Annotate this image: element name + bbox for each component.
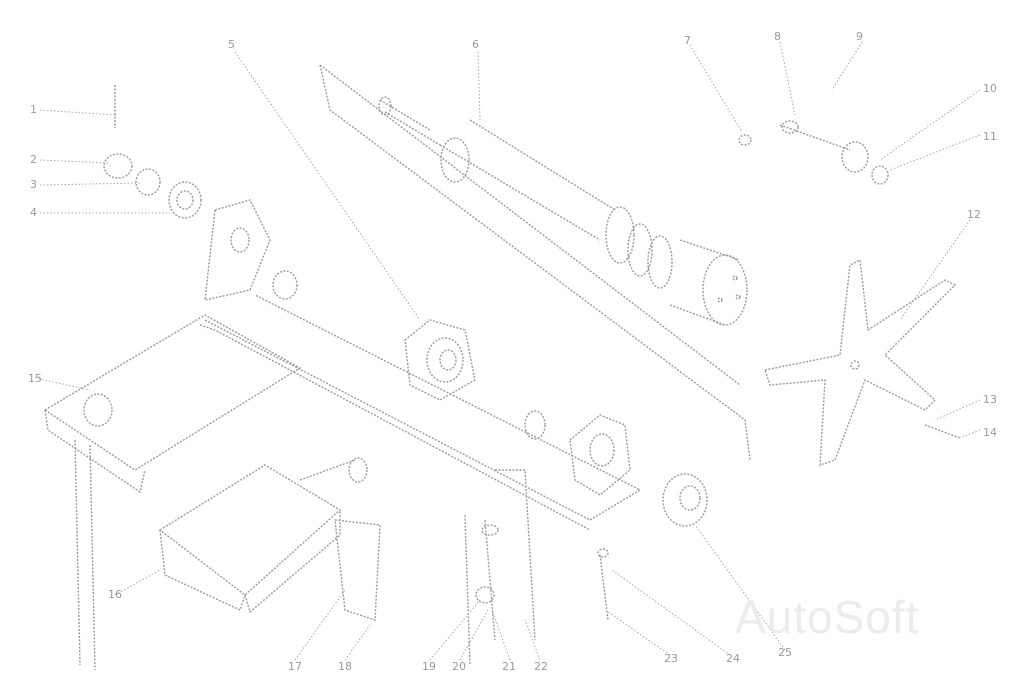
callout-10: 10	[983, 82, 997, 95]
callout-4: 4	[30, 206, 37, 219]
shaft-assembly	[319, 64, 751, 461]
callout-7: 7	[684, 34, 691, 47]
callout-24: 24	[726, 652, 740, 665]
callout-3: 3	[30, 178, 37, 191]
callout-14: 14	[983, 426, 997, 439]
callout-8: 8	[774, 30, 781, 43]
roller-wheel	[662, 473, 708, 527]
base-frame	[43, 199, 642, 671]
callout-1: 1	[30, 103, 37, 116]
motor-block	[158, 457, 381, 621]
stand-post	[464, 469, 536, 666]
callout-6: 6	[472, 38, 479, 51]
callout-22: 22	[534, 660, 548, 673]
callout-18: 18	[338, 660, 352, 673]
bearing-housing	[404, 319, 631, 496]
callout-19: 19	[422, 660, 436, 673]
callout-5: 5	[228, 38, 235, 51]
callout-13: 13	[983, 393, 997, 406]
callout-15: 15	[28, 372, 42, 385]
callout-17: 17	[288, 660, 302, 673]
callout-12: 12	[967, 208, 981, 221]
watermark: AutoSoft	[735, 591, 920, 643]
callout-21: 21	[502, 660, 516, 673]
callout-23: 23	[664, 652, 678, 665]
hardware-stack-left	[103, 85, 202, 219]
small-bolt	[597, 548, 609, 621]
callout-11: 11	[983, 130, 997, 143]
star-handle	[764, 258, 961, 466]
callout-20: 20	[452, 660, 466, 673]
hardware-stack-right	[738, 120, 889, 185]
callout-25: 25	[778, 646, 792, 659]
callout-2: 2	[30, 153, 37, 166]
callout-9: 9	[856, 30, 863, 43]
leader-lines	[34, 41, 981, 661]
callout-16: 16	[108, 588, 122, 601]
